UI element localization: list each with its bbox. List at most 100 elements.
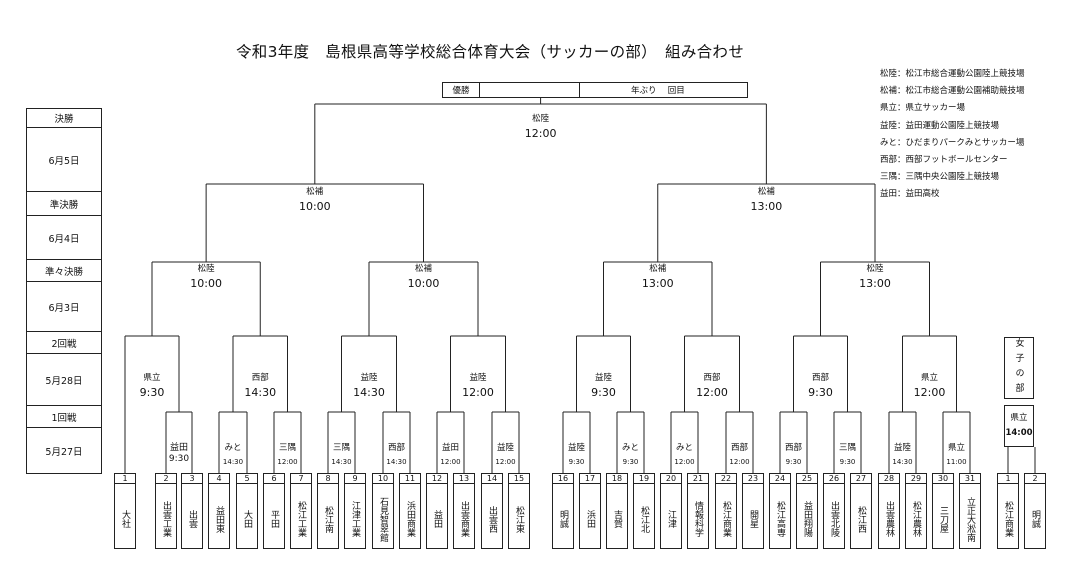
team-number: 30 — [932, 473, 954, 484]
team-box: 松江北 — [633, 483, 655, 549]
match-time: 10:00 — [298, 200, 331, 213]
team-box: 平田 — [263, 483, 285, 549]
team-name: 情報科学 — [693, 501, 703, 537]
team-number: 28 — [878, 473, 900, 484]
team-name: 出雲西 — [487, 505, 497, 533]
round-label-semifinal: 準決勝 — [26, 192, 102, 216]
team-name: 益田翔陽 — [802, 501, 812, 537]
match-venue: 松陸 — [532, 114, 550, 124]
legend-item: 松補：松江市総合運動公園補助競技場 — [880, 86, 1025, 97]
schedule-column: 決勝 6月5日 準決勝 6月4日 準々決勝 6月3日 2回戦 5月28日 1回戦… — [26, 108, 102, 474]
match-time: 14:30 — [244, 386, 277, 399]
team-box: 浜田 — [579, 483, 601, 549]
team-box: 江津工業 — [344, 483, 366, 549]
team-number: 10 — [372, 473, 394, 484]
match-venue: 県立 — [143, 373, 161, 383]
team-number: 6 — [263, 473, 285, 484]
match-time: 12:00 — [913, 386, 946, 399]
girls-match-box: 県立 14:00 — [1004, 405, 1034, 447]
team-number: 9 — [344, 473, 366, 484]
match-time: 9:30 — [622, 458, 639, 466]
match-venue: 益陸 — [469, 373, 487, 383]
match-time: 14:30 — [222, 458, 244, 466]
match-time: 12:00 — [524, 127, 557, 140]
date-round2: 5月28日 — [26, 354, 102, 406]
match-time: 13:00 — [859, 277, 891, 290]
match-venue: みと — [675, 443, 693, 453]
team-name: 松江南 — [323, 505, 333, 533]
girls-team-box: 松江商業 — [997, 483, 1019, 549]
page-title: 令和3年度 島根県高等学校総合体育大会（サッカーの部） 組み合わせ — [236, 43, 745, 61]
team-box: 三刀屋 — [932, 483, 954, 549]
team-number: 14 — [481, 473, 503, 484]
match-venue: 県立 — [947, 443, 965, 453]
team-box: 明誠 — [552, 483, 574, 549]
match-time: 9:30 — [785, 458, 802, 466]
team-name: 立正大淞南 — [965, 496, 975, 542]
match-venue: 益陸 — [496, 443, 514, 453]
team-number: 7 — [290, 473, 312, 484]
team-name: 平田 — [269, 510, 279, 528]
team-number: 13 — [453, 473, 475, 484]
team-box: 松江農林 — [905, 483, 927, 549]
legend-item: 松陸：松江市総合運動公園陸上競技場 — [880, 69, 1025, 79]
girls-team-name: 松江商業 — [1003, 501, 1013, 537]
team-name: 松江高専 — [775, 501, 785, 537]
team-number: 5 — [236, 473, 258, 484]
match-time: 13:00 — [750, 200, 783, 213]
team-number: 27 — [850, 473, 872, 484]
match-time: 14:30 — [386, 458, 407, 466]
team-name: 大田 — [242, 510, 252, 528]
round1-match-label: みと 9:30 — [622, 443, 639, 468]
team-name: 江津工業 — [350, 501, 360, 537]
match-venue: 県立 — [920, 373, 939, 383]
match-time: 9:30 — [168, 454, 190, 464]
team-box: 吉賀 — [606, 483, 628, 549]
team-number: 29 — [905, 473, 927, 484]
match-venue: 益陸 — [893, 443, 911, 453]
team-number: 24 — [769, 473, 791, 484]
match-venue: 松陸 — [866, 264, 884, 274]
team-number: 4 — [208, 473, 230, 484]
match-time: 12:00 — [440, 458, 461, 466]
team-name: 開星 — [748, 510, 758, 528]
team-number: 19 — [633, 473, 655, 484]
match-venue: 益田 — [441, 443, 459, 453]
team-box: 情報科学 — [687, 483, 709, 549]
match-venue: 松補 — [414, 264, 433, 274]
legend-item: 益陸：益田運動公園陸上競技場 — [880, 120, 1000, 131]
team-number: 18 — [606, 473, 628, 484]
team-name: 出雲商業 — [459, 501, 469, 537]
round1-match-label: 益田 12:00 — [440, 443, 460, 468]
team-box: 松江西 — [850, 483, 872, 549]
match-venue: 益陸 — [567, 443, 586, 453]
team-box: 出雲北陵 — [823, 483, 845, 549]
match-time: 9:30 — [591, 386, 616, 399]
date-quarterfinal: 6月3日 — [26, 282, 102, 332]
match-time: 10:00 — [190, 277, 222, 290]
team-number: 8 — [317, 473, 339, 484]
team-number: 22 — [715, 473, 737, 484]
team-name: 松江商業 — [721, 501, 731, 537]
team-number: 17 — [579, 473, 601, 484]
team-box: 浜田商業 — [399, 483, 421, 549]
girls-team-number: 2 — [1024, 473, 1046, 484]
team-name: 松江北 — [639, 505, 649, 533]
final-label: 松陸 12:00 — [525, 114, 557, 139]
match-venue: みと — [621, 443, 640, 453]
team-box: 大社 — [114, 483, 136, 549]
team-box: 松江工業 — [290, 483, 312, 549]
match-time: 9:30 — [839, 458, 856, 466]
team-name: 浜田商業 — [405, 501, 415, 537]
team-box: 益田東 — [208, 483, 230, 549]
match-venue: 益陸 — [360, 373, 378, 383]
